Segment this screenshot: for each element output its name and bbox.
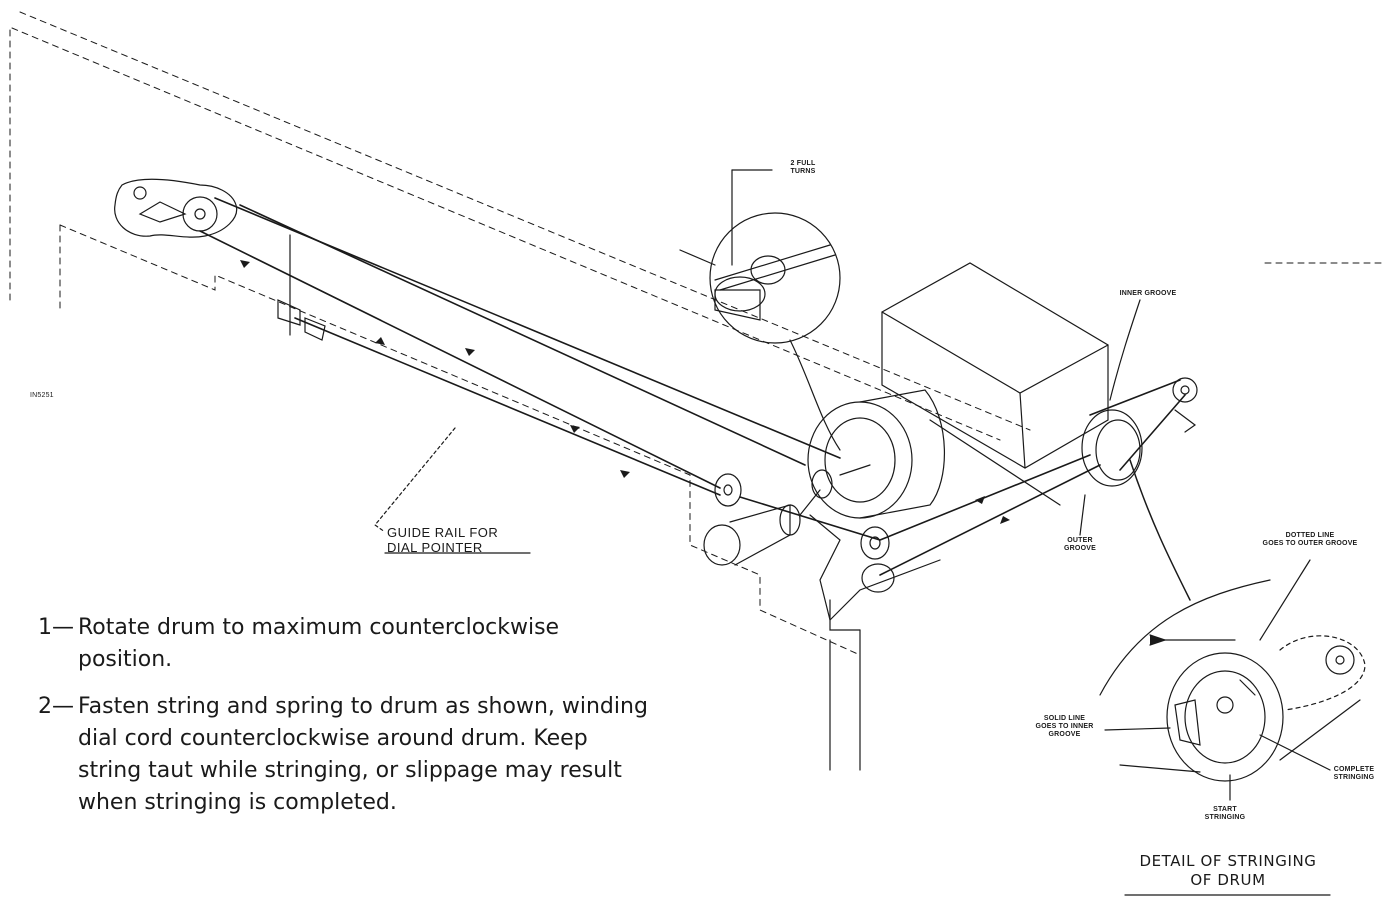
- tuning-capacitor-box: [881, 262, 1109, 506]
- idler-pulleys: [714, 473, 941, 771]
- step-number: 1—: [38, 615, 74, 640]
- chassis-outline: [9, 11, 1386, 656]
- dial-cord-strings: [199, 197, 1186, 576]
- instruction-step-2: 2— Fasten string and spring to drum as s…: [38, 691, 648, 819]
- instructions-list: 1— Rotate drum to maximum counterclockwi…: [38, 612, 648, 834]
- detail-drum-view: [1099, 459, 1366, 801]
- step-text: Fasten string and spring to drum as show…: [78, 694, 648, 815]
- instruction-step-1: 1— Rotate drum to maximum counterclockwi…: [38, 612, 648, 676]
- guide-rail-leader: [374, 427, 456, 533]
- step-number: 2—: [38, 694, 74, 719]
- cord-direction-arrows: [240, 260, 1010, 524]
- figure-id-label: IN5251: [30, 392, 54, 399]
- inner-groove-label: INNER GROOVE: [1119, 290, 1177, 297]
- inner-groove-leader: [1109, 299, 1141, 401]
- right-drum-pulley: [1081, 377, 1198, 487]
- magnified-inset: [679, 169, 841, 451]
- tuning-drum: [807, 389, 945, 519]
- step-text: Rotate drum to maximum counterclockwise …: [78, 615, 560, 672]
- tuning-shaft: [703, 489, 821, 566]
- outer-groove-leader: [1079, 494, 1086, 536]
- dial-pointer-carriage: [277, 234, 326, 341]
- left-pulley-bracket: [114, 178, 238, 238]
